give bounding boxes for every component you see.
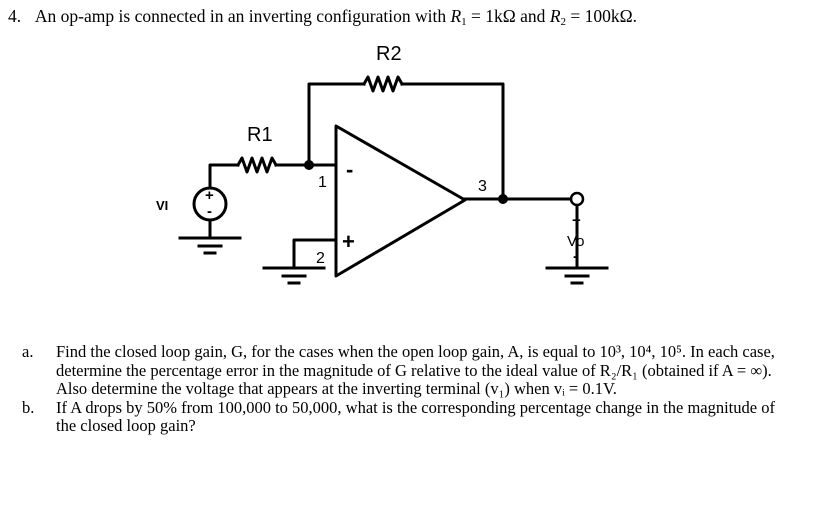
output-minus-sign: - [573,248,578,265]
node-1-label: 1 [318,174,327,191]
r1-symbol: R [450,6,462,26]
output-junction-dot [498,194,508,204]
source-plus-sign: + [205,187,214,204]
source-minus-sign: - [207,203,212,220]
part-a-letter: a. [22,342,34,361]
r2-label: R2 [376,43,402,65]
part-b: b. If A drops by 50% from 100,000 to 50,… [22,397,792,436]
part-a: a. Find the closed loop gain, G, for the… [22,342,792,399]
output-terminal [569,191,585,207]
feedback-wire-right [400,82,505,201]
output-voltage-label: Vo [567,233,585,250]
node-3-label: 3 [478,178,487,195]
problem-number: 4. [8,6,22,26]
r2-subscript: 2 [560,16,567,28]
part-a-text: Find the closed loop gain, G, for the ca… [56,342,775,399]
noninverting-input-sign: + [342,229,355,254]
node-2-label: 2 [316,250,325,267]
output-ground-icon [545,266,609,285]
part-b-text: If A drops by 50% from 100,000 to 50,000… [56,397,775,436]
inverting-input-sign: - [346,157,353,182]
output-plus-sign: + [572,212,581,229]
r2-symbol: R [549,6,561,26]
r1-label: R1 [247,124,273,146]
r1-value: = 1kΩ and [471,6,546,26]
r1-subscript: 1 [461,16,467,28]
noninverting-ground-icon [262,266,326,285]
inverting-junction-dot [304,160,314,170]
r2-value: = 100kΩ. [570,6,638,26]
op-amp-circuit-diagram: R2 R1 1 2 3 - + + - VI + Vo - [156,43,609,285]
problem-statement: 4. An op-amp is connected in an invertin… [8,6,637,28]
input-voltage-label: VI [156,198,168,213]
r2-resistor [361,75,405,93]
r1-resistor [235,156,279,174]
noninverting-wire [292,238,338,270]
input-wire [208,163,240,190]
feedback-wire [307,82,366,167]
op-amp-triangle [334,124,467,278]
problem-statement-text: An op-amp is connected in an inverting c… [34,6,447,26]
part-b-letter: b. [22,397,35,417]
problem-parts: a. Find the closed loop gain, G, for the… [22,342,792,436]
source-ground-icon [178,236,242,255]
voltage-source [192,186,228,222]
